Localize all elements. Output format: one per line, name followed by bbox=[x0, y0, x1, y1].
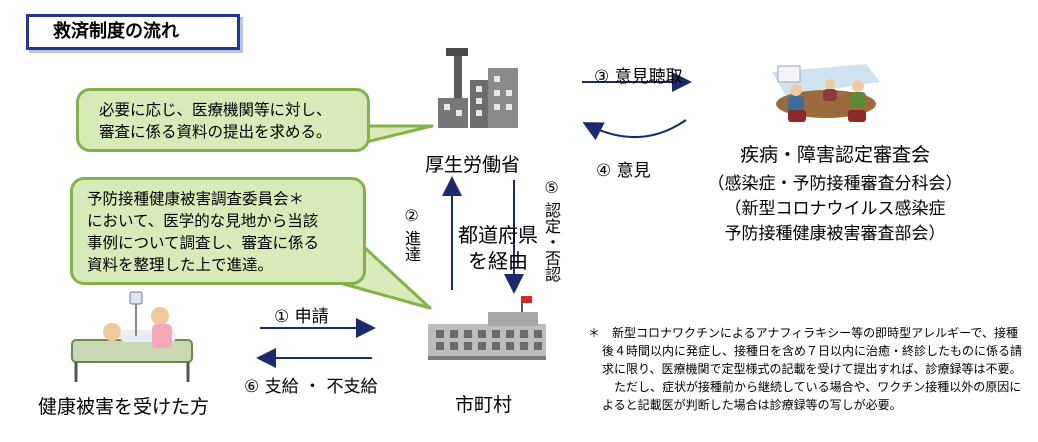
council-block: 疾病・障害認定審査会 （感染症・予防接種審査分科会） （新型コロナウイルス感染症… bbox=[690, 140, 980, 244]
callout1-line2: 審査に係る資料の提出を求める。 bbox=[99, 123, 332, 141]
ministry-building-icon bbox=[438, 48, 518, 128]
via-prefecture-line1: 都道府県 bbox=[458, 223, 538, 247]
person-label: 健康被害を受けた方 bbox=[38, 396, 210, 418]
meeting-room-icon bbox=[772, 64, 880, 122]
via-prefecture-line2: を経由 bbox=[468, 249, 528, 273]
footnote: ＊ 新型コロナワクチンによるアナフィラキシー等の即時型アレルギーで、接種後４時間… bbox=[588, 324, 1028, 414]
step5-label: ⑤ 認定・否認 bbox=[542, 178, 561, 283]
callout1-line1: 必要に応じ、医療機関等に対し、 bbox=[99, 101, 332, 119]
council-sub3: 予防接種健康被害審査部会） bbox=[724, 224, 946, 244]
step1-label: ① 申請 bbox=[274, 307, 329, 327]
municipality-label: 市町村 bbox=[455, 394, 513, 416]
step4-label: ④ 意見 bbox=[596, 161, 651, 181]
footnote-p1: ＊ 新型コロナワクチンによるアナフィラキシー等の即時型アレルギーで、接種後４時間… bbox=[588, 326, 1023, 376]
footnote-p2: ただし、症状が接種前から継続している場合や、ワクチン接種以外の原因によると記載医… bbox=[602, 380, 1022, 412]
council-name: 疾病・障害認定審査会 bbox=[739, 144, 930, 166]
callout-request-documents: 必要に応じ、医療機関等に対し、 審査に係る資料の提出を求める。 bbox=[76, 88, 370, 152]
step6-label: ⑥ 支給 ・ 不支給 bbox=[244, 377, 378, 397]
diagram-title: 救済制度の流れ bbox=[26, 14, 240, 50]
callout2-line1: 予防接種健康被害調査委員会＊ bbox=[87, 190, 305, 208]
callout2-line4: 資料を整理した上で進達。 bbox=[87, 256, 274, 274]
council-sub1: （感染症・予防接種審査分科会） bbox=[707, 174, 963, 194]
callout1-tail bbox=[364, 124, 434, 144]
step2-label: ② 進達 bbox=[402, 206, 421, 263]
arrow-step4 bbox=[582, 119, 687, 141]
callout2-line3: 事例について調査し、審査に係る bbox=[87, 234, 320, 252]
patient-icon bbox=[71, 291, 193, 382]
ministry-label: 厚生労働省 bbox=[425, 154, 521, 176]
municipal-office-icon bbox=[428, 296, 546, 360]
step3-label: ③ 意見聴取 bbox=[594, 67, 683, 87]
callout2-line2: において、医学的な見地から当該 bbox=[87, 212, 319, 230]
council-sub2: （新型コロナウイルス感染症 bbox=[724, 199, 946, 219]
callout-investigation-committee: 予防接種健康被害調査委員会＊ において、医学的な見地から当該 事例について調査し… bbox=[70, 177, 366, 285]
via-prefecture: 都道府県 を経由 bbox=[456, 222, 540, 274]
